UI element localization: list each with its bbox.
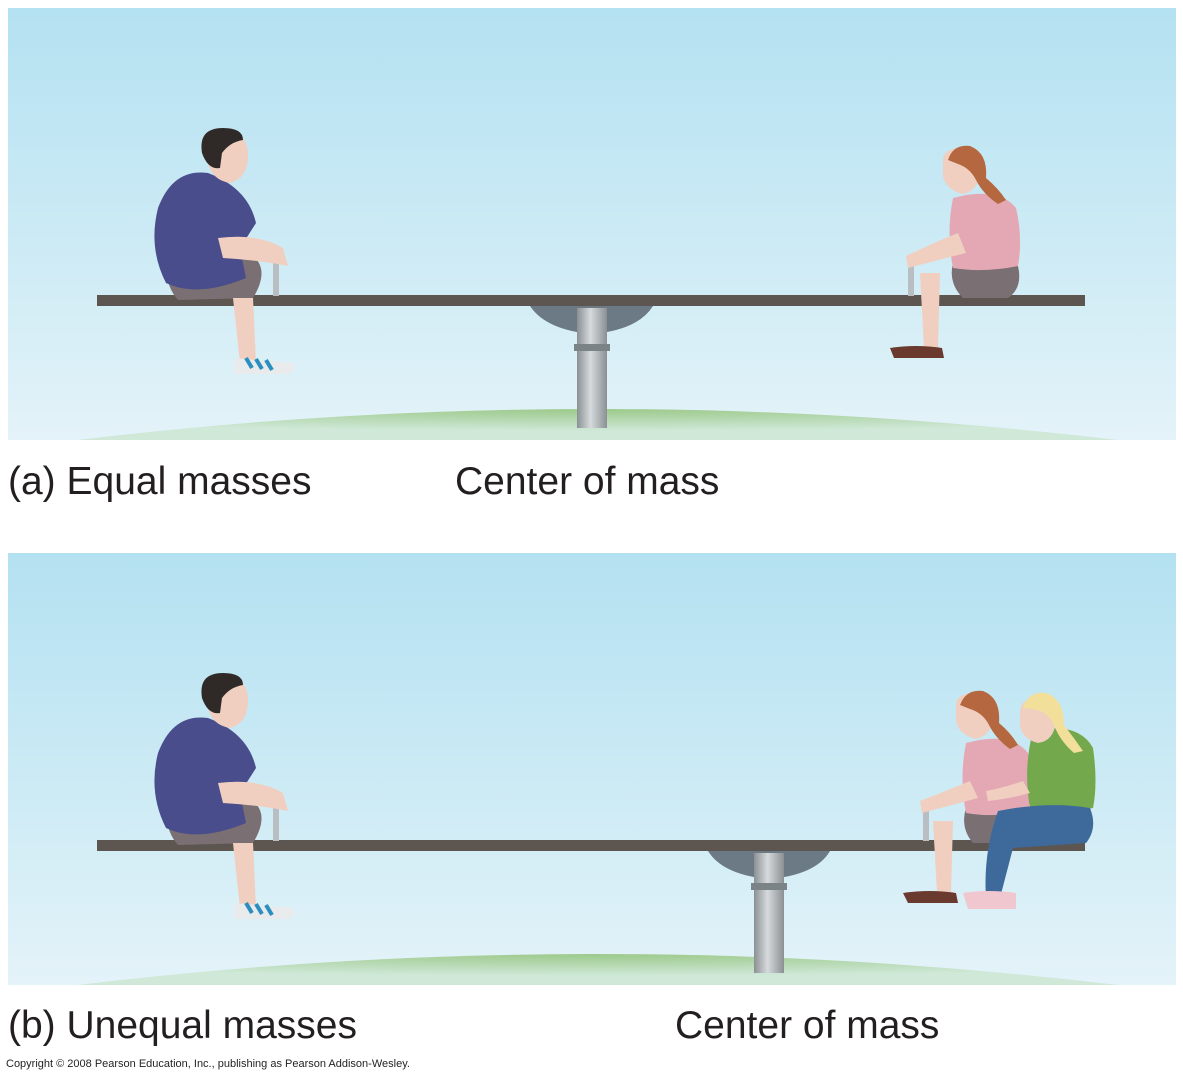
copyright-notice: Copyright © 2008 Pearson Education, Inc.… [6,1058,410,1070]
center-of-mass-label-a: Center of mass [455,460,720,503]
pivot-fulcrum [708,851,830,973]
panel-unequal-masses [8,553,1176,985]
pivot-fulcrum [530,306,653,428]
seesaw-unequal-illustration [78,673,1118,985]
panel-equal-masses [8,8,1176,440]
caption-b: (b) Unequal masses [8,1004,357,1047]
caption-a: (a) Equal masses [8,460,312,503]
boy-figure [154,673,295,919]
seesaw-equal-illustration [78,128,1118,440]
girl-figure [890,145,1021,358]
seesaw-board [97,840,1085,851]
ground-hill [78,954,1118,985]
boy-figure [154,128,295,374]
seesaw-board [97,295,1085,306]
blonde-girl-figure [963,692,1096,909]
center-of-mass-label-b: Center of mass [675,1004,940,1047]
